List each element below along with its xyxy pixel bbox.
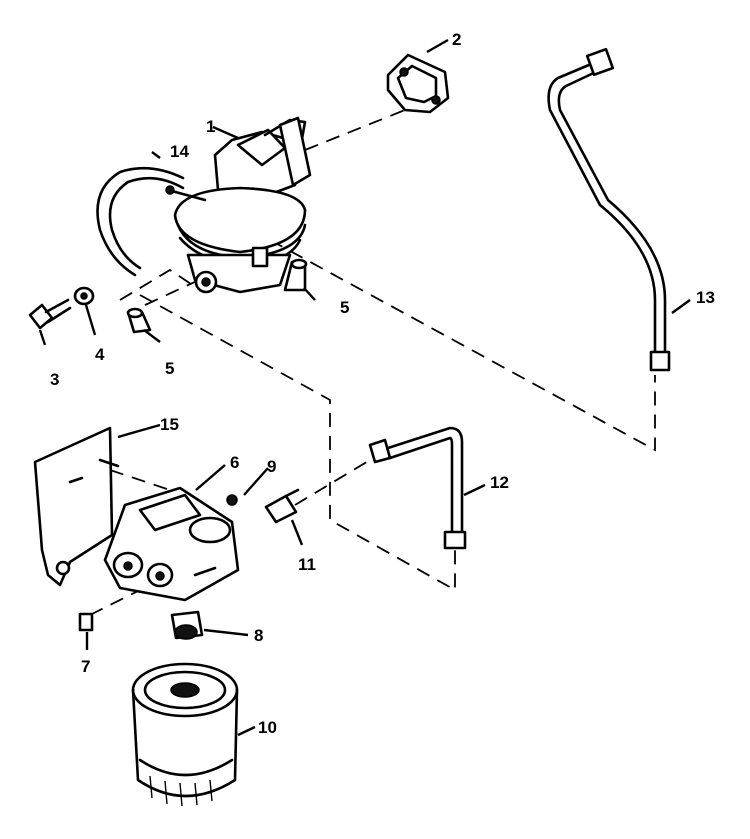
drain-plug-part-8	[170, 610, 204, 640]
filter-head-part-6	[103, 486, 240, 602]
callout-8: 8	[254, 626, 263, 645]
callout-12: 12	[490, 473, 509, 492]
callout-14: 14	[170, 142, 189, 161]
callout-11: 11	[298, 555, 316, 574]
callout-10: 10	[258, 718, 277, 737]
callout-4: 4	[95, 345, 105, 364]
callout-1: 1	[206, 117, 215, 136]
fuel-line-part-12	[368, 426, 467, 550]
callout-5-left: 5	[165, 359, 174, 378]
bolt-part-3	[28, 298, 72, 330]
callout-13: 13	[696, 288, 715, 307]
elbow-fitting-part-5-left	[126, 307, 152, 334]
callout-6: 6	[230, 453, 239, 472]
callout-labels: 1 2 14 3 4 5 5 13 15 6 9 12 11 7 8 10	[50, 30, 715, 737]
leader-lines	[38, 38, 691, 737]
washer-part-4	[73, 286, 95, 306]
plug-part-9	[226, 494, 238, 506]
callout-15: 15	[160, 415, 179, 434]
screw-part-7	[78, 612, 94, 632]
gasket-part-2	[386, 53, 450, 114]
fuel-line-part-13	[547, 47, 671, 372]
fuel-pump-part-1	[165, 116, 312, 294]
fuel-filter-part-10	[131, 662, 239, 807]
vent-hose-part-14	[96, 166, 185, 277]
connector-part-11	[264, 488, 300, 524]
callout-9: 9	[267, 457, 276, 476]
bracket-part-15	[33, 426, 120, 587]
callout-2: 2	[452, 30, 461, 49]
callout-3: 3	[50, 370, 59, 389]
callout-7: 7	[81, 657, 90, 676]
callout-5-right: 5	[340, 298, 349, 317]
